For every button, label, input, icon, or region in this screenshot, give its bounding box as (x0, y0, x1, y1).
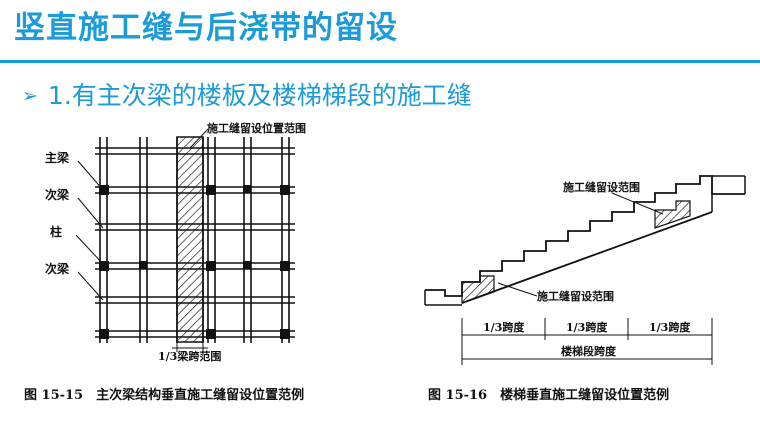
label-column: 柱 (50, 224, 62, 239)
section-heading: ➢ 1.有主次梁的楼板及楼梯梯段的施工缝 (22, 80, 472, 114)
stair-section-diagram (424, 175, 746, 365)
label-secondary-beam-1: 次梁 (45, 187, 69, 202)
label-secondary-beam-2: 次梁 (45, 261, 69, 276)
right-figure-caption: 图 15-16 楼梯垂直施工缝留设位置范例 (428, 388, 670, 403)
left-dimension-label: 1/3梁跨范围 (158, 349, 221, 363)
span-label-1: 1/3跨度 (483, 320, 525, 334)
span-label-2: 1/3跨度 (566, 320, 608, 334)
title-underline (0, 60, 760, 63)
left-top-label: 施工缝留设位置范围 (207, 121, 306, 135)
right-label-top: 施工缝留设范围 (563, 180, 640, 194)
beam-plan-diagram (75, 128, 295, 352)
section-heading-text: 1.有主次梁的楼板及楼梯梯段的施工缝 (47, 81, 472, 110)
joint-hatch-strip (176, 136, 204, 343)
bullet-arrow-icon: ➢ (22, 85, 38, 107)
label-main-beam: 主梁 (45, 150, 69, 165)
page-title: 竖直施工缝与后浇带的留设 (14, 10, 398, 46)
lower-joint-hatch (461, 275, 495, 304)
column-markers (99, 185, 290, 339)
right-label-bottom: 施工缝留设范围 (537, 289, 614, 303)
left-figure-caption: 图 15-15 主次梁结构垂直施工缝留设位置范例 (24, 388, 305, 403)
upper-joint-hatch (654, 200, 691, 229)
span-label-3: 1/3跨度 (649, 320, 691, 334)
total-span-label: 楼梯段跨度 (561, 344, 617, 358)
